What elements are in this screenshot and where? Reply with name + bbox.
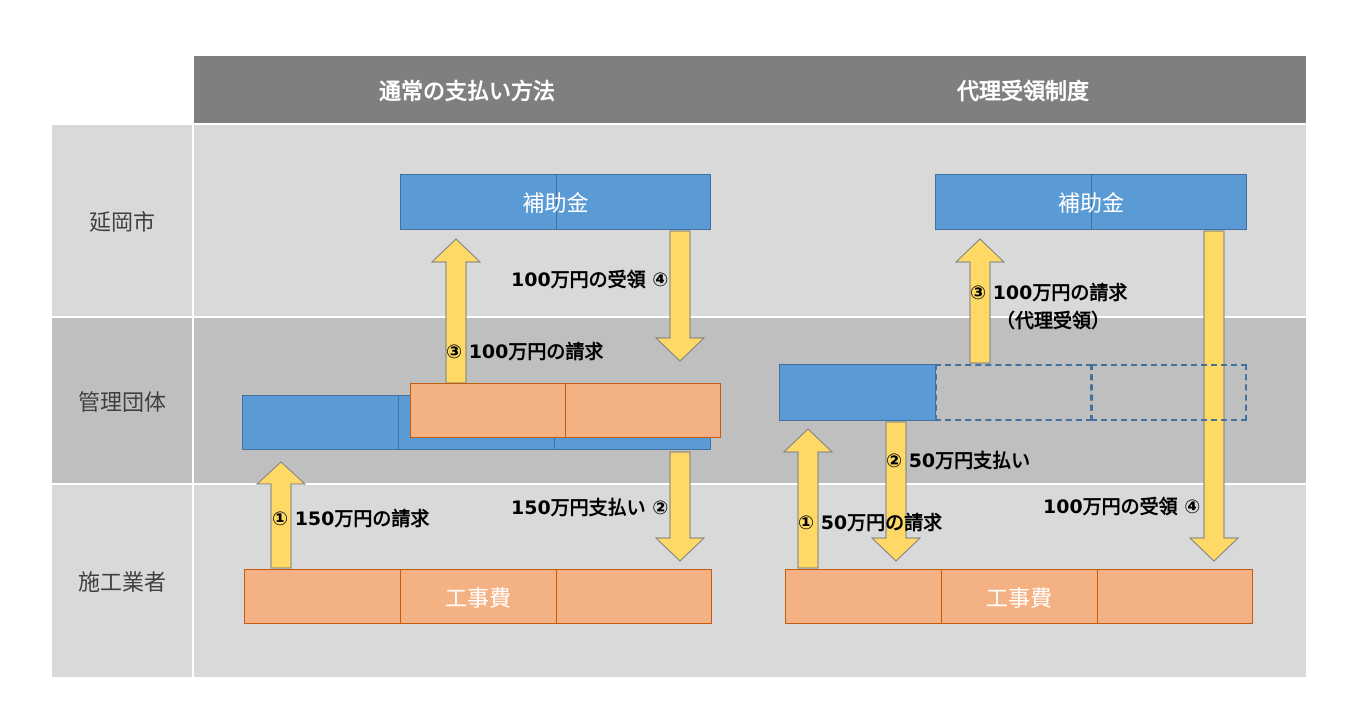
label-right-3-line2: （代理受領）: [996, 310, 1111, 332]
cost-box-left: [244, 569, 712, 624]
cost-box-left-seg-2: [401, 570, 557, 623]
arrow-right-3-up: [954, 238, 1006, 364]
cost-box-left-seg-1: [245, 570, 401, 623]
org-blue-bar-left-seg-1: [243, 396, 399, 449]
cost-box-right-seg-1: [786, 570, 942, 623]
label-left-4: 100万円の受領 ④: [511, 269, 669, 291]
label-right-2: ② 50万円支払い: [886, 450, 1031, 472]
header-normal-payment: 通常の支払い方法: [378, 79, 555, 105]
subsidy-box-right: [935, 174, 1247, 230]
org-orange-bar-left: [410, 383, 721, 438]
cost-label-right: 工事費: [985, 586, 1052, 612]
subsidy-label-right: 補助金: [1057, 192, 1124, 217]
row-label-contractor: 施工業者: [77, 570, 166, 596]
divider-vertical: [192, 125, 194, 677]
cost-label-left: 工事費: [444, 586, 511, 612]
arrow-left-3-up: [430, 238, 482, 384]
org-blue-bar-right: [779, 364, 936, 421]
cost-box-right: [785, 569, 1253, 624]
row-label-city: 延岡市: [88, 211, 155, 236]
cost-box-right-seg-2: [942, 570, 1098, 623]
header-agency-receipt: 代理受領制度: [956, 79, 1089, 105]
org-dashed-bar-right-1: [935, 364, 1092, 421]
org-dashed-bar-right-2: [1091, 364, 1247, 421]
subsidy-box-left: [400, 174, 711, 230]
label-left-3: ③ 100万円の請求: [446, 341, 604, 363]
arrow-left-1-up: [255, 461, 307, 569]
subsidy-box-right-seg: [936, 175, 1092, 229]
subsidy-box-left-seg: [401, 175, 557, 229]
label-left-1: ① 150万円の請求: [272, 508, 430, 530]
label-left-2: 150万円支払い ②: [511, 497, 669, 519]
arrow-left-4-down: [654, 230, 706, 362]
arrow-right-2-down: [870, 421, 922, 562]
label-right-1: ① 50万円の請求: [798, 512, 943, 534]
header-bar: [194, 56, 1306, 123]
label-right-4: 100万円の受領 ④: [1043, 496, 1201, 518]
arrow-left-2-down: [654, 451, 706, 562]
arrow-right-4-down: [1188, 230, 1240, 562]
arrow-right-1-up: [782, 428, 834, 569]
row-label-org: 管理団体: [77, 390, 166, 416]
org-orange-bar-left-seg: [411, 384, 566, 437]
subsidy-label-left: 補助金: [522, 192, 589, 217]
label-right-3-line1: ③ 100万円の請求: [970, 282, 1128, 304]
